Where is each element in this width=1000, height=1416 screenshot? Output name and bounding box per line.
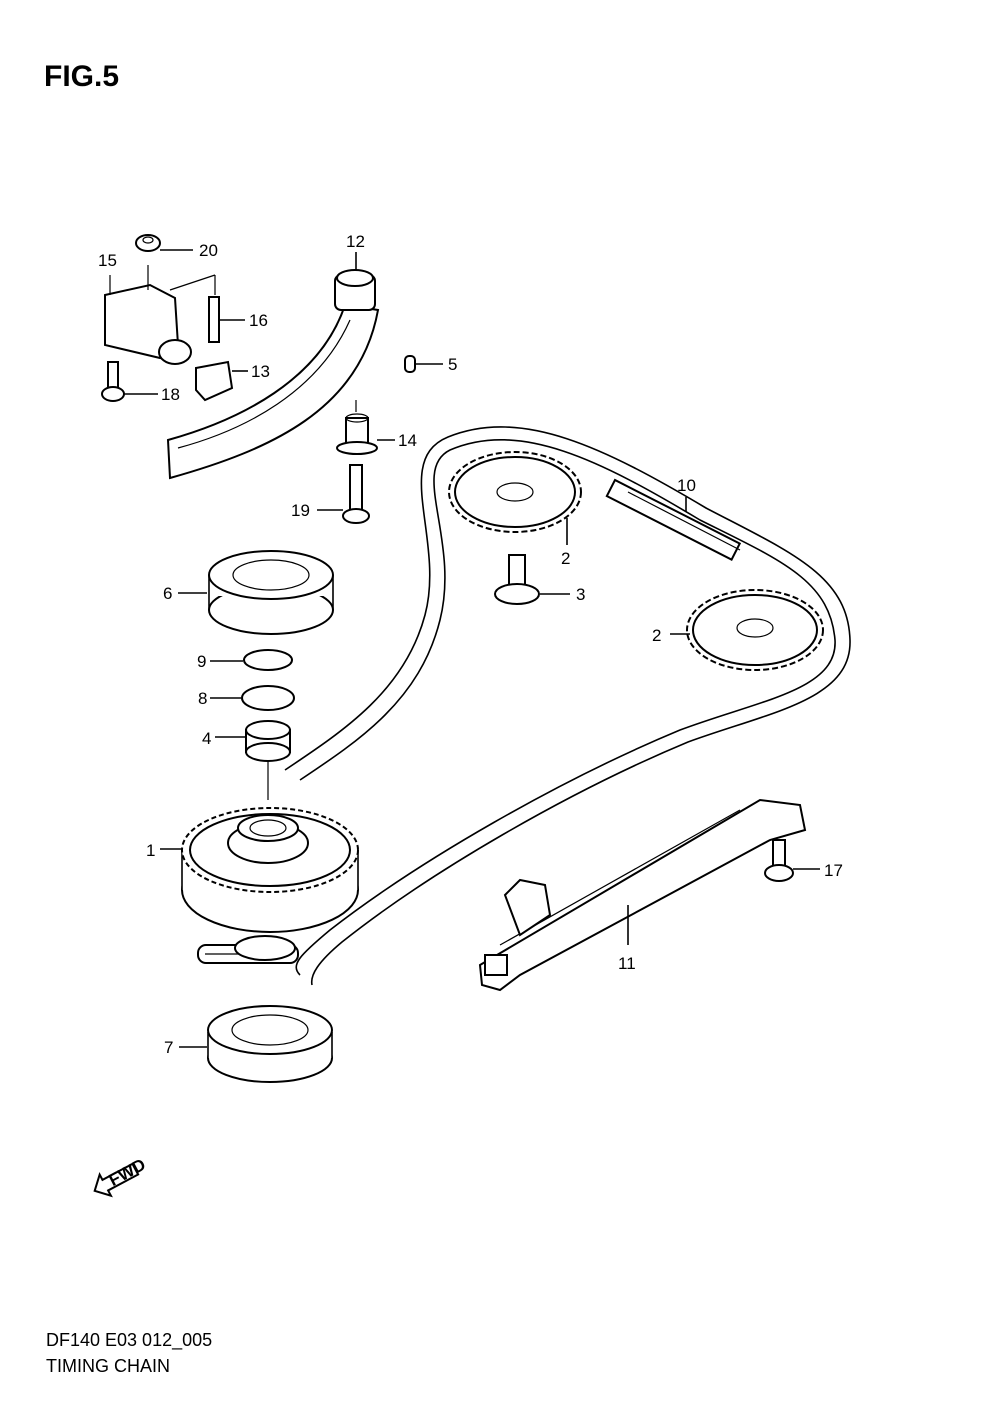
callout-20: 20 xyxy=(199,241,218,260)
callout-6: 6 xyxy=(163,584,172,603)
callout-8: 8 xyxy=(198,689,207,708)
callout-13: 13 xyxy=(251,362,270,381)
callout-7: 7 xyxy=(164,1038,173,1057)
callout-9: 9 xyxy=(197,652,206,671)
bolt-part-19 xyxy=(317,464,370,524)
bolt-part-3 xyxy=(494,554,570,605)
callout-2-right: 2 xyxy=(652,626,661,645)
callout-12: 12 xyxy=(346,232,365,251)
diagram-code: DF140 E03 012_005 xyxy=(46,1330,213,1350)
tensioner-guide-part-12 xyxy=(166,252,380,480)
circlip-part-9 xyxy=(210,649,293,671)
callout-10: 10 xyxy=(677,476,696,495)
nut-part-20 xyxy=(135,234,193,252)
stud-part-16 xyxy=(208,296,245,343)
guide-piece-part-13 xyxy=(195,360,248,402)
chain-guide-part-11 xyxy=(478,798,807,992)
callout-3: 3 xyxy=(576,585,585,604)
sprocket-upper-part-2 xyxy=(448,451,582,545)
callout-14: 14 xyxy=(398,431,417,450)
dowel-pin-part-5 xyxy=(404,355,443,373)
callout-11: 11 xyxy=(618,954,636,973)
callout-17: 17 xyxy=(824,861,843,880)
fwd-text: FWD xyxy=(106,1155,149,1190)
callout-19: 19 xyxy=(291,501,310,520)
cap-part-4 xyxy=(215,720,291,800)
callout-16: 16 xyxy=(249,311,268,330)
callout-2-upper: 2 xyxy=(561,549,570,568)
o-ring-part-8 xyxy=(210,685,295,711)
collar-part-14 xyxy=(336,400,395,455)
bolt-part-17 xyxy=(764,839,820,882)
bearing-part-6 xyxy=(178,550,334,635)
bearing-part-7 xyxy=(179,1005,333,1083)
callout-4: 4 xyxy=(202,729,211,748)
idler-gear-part-1 xyxy=(160,807,359,961)
chain-links-upper xyxy=(605,478,742,561)
fwd-arrow-icon: FWD xyxy=(93,1155,149,1198)
callout-15: 15 xyxy=(98,251,117,270)
callout-5: 5 xyxy=(448,355,457,374)
callout-1: 1 xyxy=(146,841,155,860)
callout-18: 18 xyxy=(161,385,180,404)
sprocket-right-part-2 xyxy=(670,589,824,671)
callout-labels: 1 2 2 3 4 5 6 7 8 9 10 11 12 13 14 15 16… xyxy=(98,232,843,1057)
diagram-name: TIMING CHAIN xyxy=(46,1356,170,1376)
bolt-part-18 xyxy=(101,361,158,402)
tensioner-body-part-15 xyxy=(104,265,216,365)
figure-title: FIG.5 xyxy=(44,60,120,93)
